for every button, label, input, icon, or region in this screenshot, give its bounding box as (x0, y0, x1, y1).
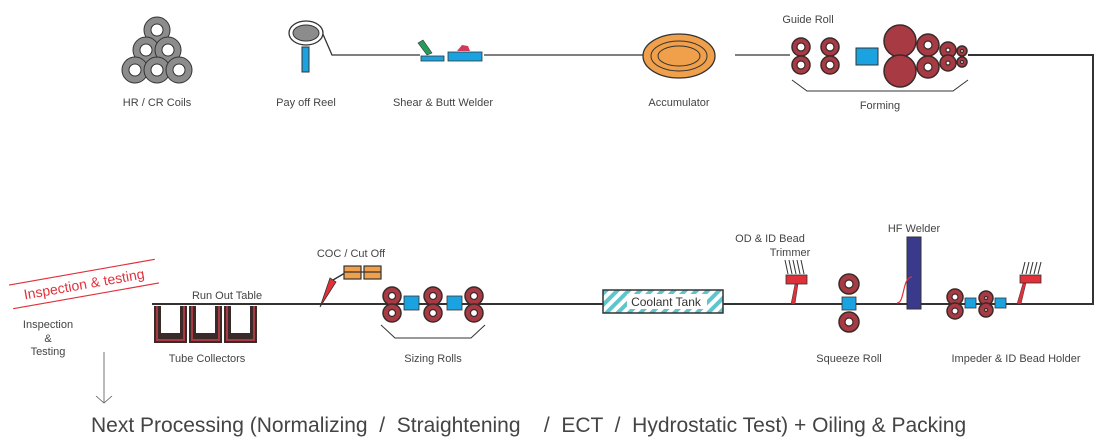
squeeze-block (841, 296, 857, 311)
coil-core (139, 43, 153, 57)
tube-collector (189, 306, 222, 343)
roll-hole (428, 308, 438, 318)
roll-hole (945, 47, 951, 53)
trimmer-label-line2: Trimmer (770, 247, 811, 259)
roll-hole (469, 308, 479, 318)
run-out-table-label: Run Out Table (192, 290, 262, 302)
roll-hole (959, 48, 965, 54)
sizing-label: Sizing Rolls (404, 353, 462, 365)
roll-hole (951, 307, 959, 315)
squeeze-roll-icon (838, 273, 860, 333)
roll-hole (951, 293, 959, 301)
accumulator-icon (642, 33, 716, 79)
roll-hole (983, 295, 989, 301)
forming-stand-block (855, 47, 879, 66)
forming-label: Forming (860, 100, 900, 112)
roll-hole (923, 40, 933, 50)
shear-label: Shear & Butt Welder (393, 97, 493, 109)
tube-collectors-icon (154, 306, 257, 343)
roll-hole (387, 291, 397, 301)
coils-label: HR / CR Coils (123, 97, 192, 109)
sizing-rolls-icon (382, 286, 484, 323)
inspection-stamp-text: Inspection & testing (22, 266, 145, 303)
inspection-stamp: Inspection & testing (8, 258, 160, 310)
forming-bracket (791, 79, 969, 92)
shear-butt-welder-icon (417, 39, 483, 62)
roll-hole (844, 279, 854, 289)
roll-hole (983, 307, 989, 313)
roll-hole (959, 59, 965, 65)
roll-hole (387, 308, 397, 318)
coil-core (128, 63, 142, 77)
roll-hole (796, 42, 806, 52)
coil-core (150, 23, 164, 37)
id-bead-holder-icon (1016, 261, 1042, 305)
inspection-line1: Inspection (23, 319, 73, 331)
coil-core (150, 63, 164, 77)
hf-welder-label: HF Welder (888, 223, 941, 235)
down-arrow-icon (95, 352, 113, 404)
inspection-line2: & (44, 333, 52, 345)
roll-hole (428, 291, 438, 301)
roll-hole (945, 60, 951, 66)
accumulator-label: Accumulator (648, 97, 709, 109)
coil-core (172, 63, 186, 77)
impeder-label: Impeder & ID Bead Holder (951, 353, 1080, 365)
roll-hole (469, 291, 479, 301)
tube-collector (224, 306, 257, 343)
sizing-bracket (380, 324, 486, 339)
cutoff-saw-icon (319, 265, 382, 308)
roll-hole (796, 60, 806, 70)
coolant-tank: Coolant Tank (602, 289, 724, 314)
tube-collector-stripe (226, 306, 255, 341)
bead-trimmer-icon (784, 259, 808, 305)
forming-rolls-icon (883, 24, 968, 88)
hf-welder-icon (896, 236, 922, 310)
next-processing-text: Next Processing (Normalizing / Straighte… (91, 414, 966, 437)
guide-roll-label: Guide Roll (782, 14, 833, 26)
coils-icon (121, 16, 193, 84)
sizing-block (403, 295, 420, 311)
coil-core (161, 43, 175, 57)
tube-collector-stripe (156, 306, 185, 341)
roll (883, 54, 917, 88)
guide-rolls-icon (791, 37, 840, 75)
inspection-line3: Testing (31, 346, 66, 358)
cutoff-label: COC / Cut Off (317, 248, 386, 260)
tube-collectors-label: Tube Collectors (169, 353, 246, 365)
sizing-block (446, 295, 463, 311)
roll (883, 24, 917, 58)
tube-collector (154, 306, 187, 343)
roll-hole (844, 317, 854, 327)
impeder-block (994, 297, 1007, 309)
trimmer-label-line1: OD & ID Bead (735, 233, 805, 245)
squeeze-label: Squeeze Roll (816, 353, 881, 365)
impeder-block (964, 297, 977, 309)
payoff-reel-icon (288, 20, 324, 73)
impeder-icon (946, 288, 994, 320)
coolant-tank-label: Coolant Tank (631, 295, 702, 309)
roll-hole (825, 42, 835, 52)
payoff-label: Pay off Reel (276, 97, 336, 109)
roll-hole (825, 60, 835, 70)
roll-hole (923, 62, 933, 72)
strip-path (152, 31, 1094, 305)
tube-collector-stripe (191, 306, 220, 341)
